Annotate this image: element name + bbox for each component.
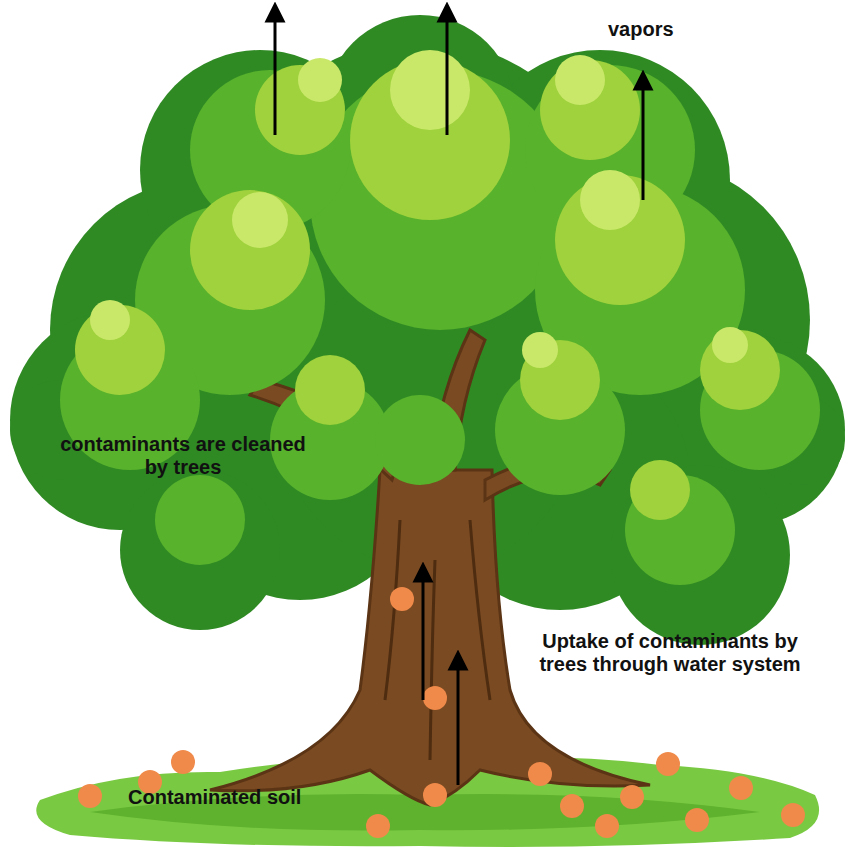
text-label: Contaminated soil — [128, 786, 398, 809]
text-label: vapors — [608, 18, 728, 41]
text-label: contaminants are cleaned by trees — [58, 433, 308, 479]
text-label: Uptake of contaminants by trees through … — [525, 630, 815, 676]
